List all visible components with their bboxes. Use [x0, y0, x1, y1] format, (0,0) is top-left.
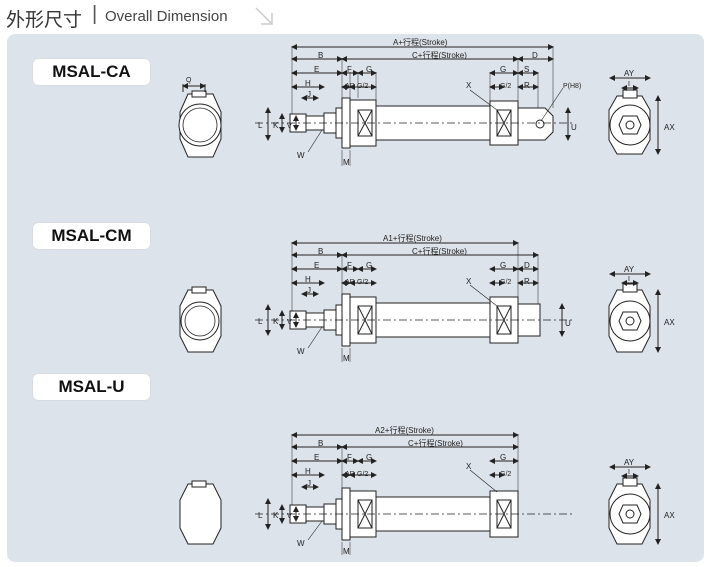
- title-chinese: 外形尺寸: [6, 9, 83, 31]
- dim-ax: AX: [664, 123, 675, 132]
- dim-w: W: [297, 539, 305, 548]
- right-end-view: [608, 271, 661, 353]
- dim-g2-rear: G/2: [500, 83, 511, 90]
- dim-s: S: [524, 65, 529, 74]
- dim-m: M: [343, 158, 350, 167]
- side-view: [255, 44, 575, 166]
- dim-l: L: [258, 511, 263, 520]
- dim-p: P(H8): [563, 83, 581, 90]
- right-end-view: [608, 464, 661, 545]
- dim-total-cm: A1+行程(Stroke): [383, 233, 442, 243]
- dim-w: W: [297, 151, 305, 160]
- model-label-msal-cm: MSAL-CM: [33, 223, 150, 249]
- dim-c-u: C+行程(Stroke): [408, 438, 463, 448]
- side-view: [255, 240, 575, 362]
- left-end-view: [179, 286, 222, 353]
- dim-i: I: [628, 469, 630, 476]
- section-msal-ca: Q: [178, 37, 675, 167]
- dim-g-rear: G: [500, 65, 506, 74]
- dim-g2-rear: G/2: [500, 279, 511, 286]
- left-end-view: [178, 83, 222, 158]
- title-english: Overall Dimension: [105, 8, 228, 25]
- dim-g2: G/2: [357, 83, 368, 90]
- dim-h: H: [305, 79, 311, 88]
- dim-u: U: [571, 123, 577, 132]
- dim-j: J: [307, 90, 311, 99]
- section-msal-cm: A1+行程(Stroke) B C+行程(Stroke) E F G G D H…: [179, 233, 675, 363]
- dim-ar: AR: [345, 279, 355, 286]
- dim-e: E: [314, 65, 319, 74]
- dim-i: I: [628, 81, 630, 88]
- dim-f: F: [347, 65, 352, 74]
- dim-r: R: [524, 81, 530, 90]
- dim-b: B: [318, 439, 323, 448]
- dim-f: F: [347, 453, 352, 462]
- dim-g2: G/2: [357, 279, 368, 286]
- dim-x: X: [466, 277, 472, 286]
- dim-ay: AY: [624, 265, 635, 274]
- dim-b: B: [318, 247, 323, 256]
- dim-l: L: [258, 317, 263, 326]
- dim-d: D: [532, 51, 538, 60]
- dim-h: H: [305, 467, 311, 476]
- dim-m: M: [343, 354, 350, 363]
- left-end-view: [179, 480, 222, 545]
- dim-d: D: [524, 261, 530, 270]
- title-separator: |: [92, 3, 98, 25]
- dim-l: L: [258, 121, 263, 130]
- dim-g2: G/2: [357, 471, 368, 478]
- dim-j: J: [307, 286, 311, 295]
- dim-g: G: [366, 65, 372, 74]
- model-label-msal-ca: MSAL-CA: [33, 59, 150, 85]
- dim-v: V: [287, 319, 292, 326]
- dim-w: W: [297, 347, 305, 356]
- model-label-msal-u: MSAL-U: [33, 374, 150, 400]
- section-msal-u: A2+行程(Stroke) B C+行程(Stroke) E F G G H A…: [179, 425, 675, 556]
- dim-b: B: [318, 51, 323, 60]
- dim-x: X: [466, 462, 472, 471]
- right-end-view: [608, 75, 661, 155]
- dim-k: K: [273, 121, 279, 130]
- dim-v: V: [287, 513, 292, 520]
- dim-total-u: A2+行程(Stroke): [375, 425, 434, 435]
- dim-i: I: [628, 276, 630, 283]
- dim-j: J: [307, 479, 311, 488]
- dim-g: G: [366, 453, 372, 462]
- dim-ay: AY: [624, 69, 635, 78]
- dim-u: U: [565, 319, 571, 328]
- dim-r: R: [524, 277, 530, 286]
- side-view: [255, 432, 575, 555]
- dim-e: E: [314, 261, 319, 270]
- dim-total-ca: A+行程(Stroke): [393, 37, 448, 47]
- dim-f: F: [347, 261, 352, 270]
- dim-ar: AR: [345, 83, 355, 90]
- dim-g: G: [366, 261, 372, 270]
- dim-k: K: [273, 317, 279, 326]
- dim-ax: AX: [664, 318, 675, 327]
- dim-c-cm: C+行程(Stroke): [412, 246, 467, 256]
- dim-h: H: [305, 275, 311, 284]
- dim-g-rear: G: [500, 453, 506, 462]
- dim-c-ca: C+行程(Stroke): [412, 50, 467, 60]
- dim-e: E: [314, 453, 319, 462]
- dim-g-rear: G: [500, 261, 506, 270]
- dim-g2-rear: G/2: [500, 471, 511, 478]
- dim-ay: AY: [624, 458, 635, 467]
- arrow-down-right-icon: [255, 7, 273, 25]
- dim-k: K: [273, 511, 279, 520]
- dim-q: Q: [186, 77, 192, 84]
- dim-m: M: [343, 547, 350, 556]
- header: 外形尺寸 | Overall Dimension: [0, 0, 710, 34]
- dim-x: X: [466, 81, 472, 90]
- dim-ax: AX: [664, 511, 675, 520]
- dim-v: V: [287, 123, 292, 130]
- dim-ar: AR: [345, 471, 355, 478]
